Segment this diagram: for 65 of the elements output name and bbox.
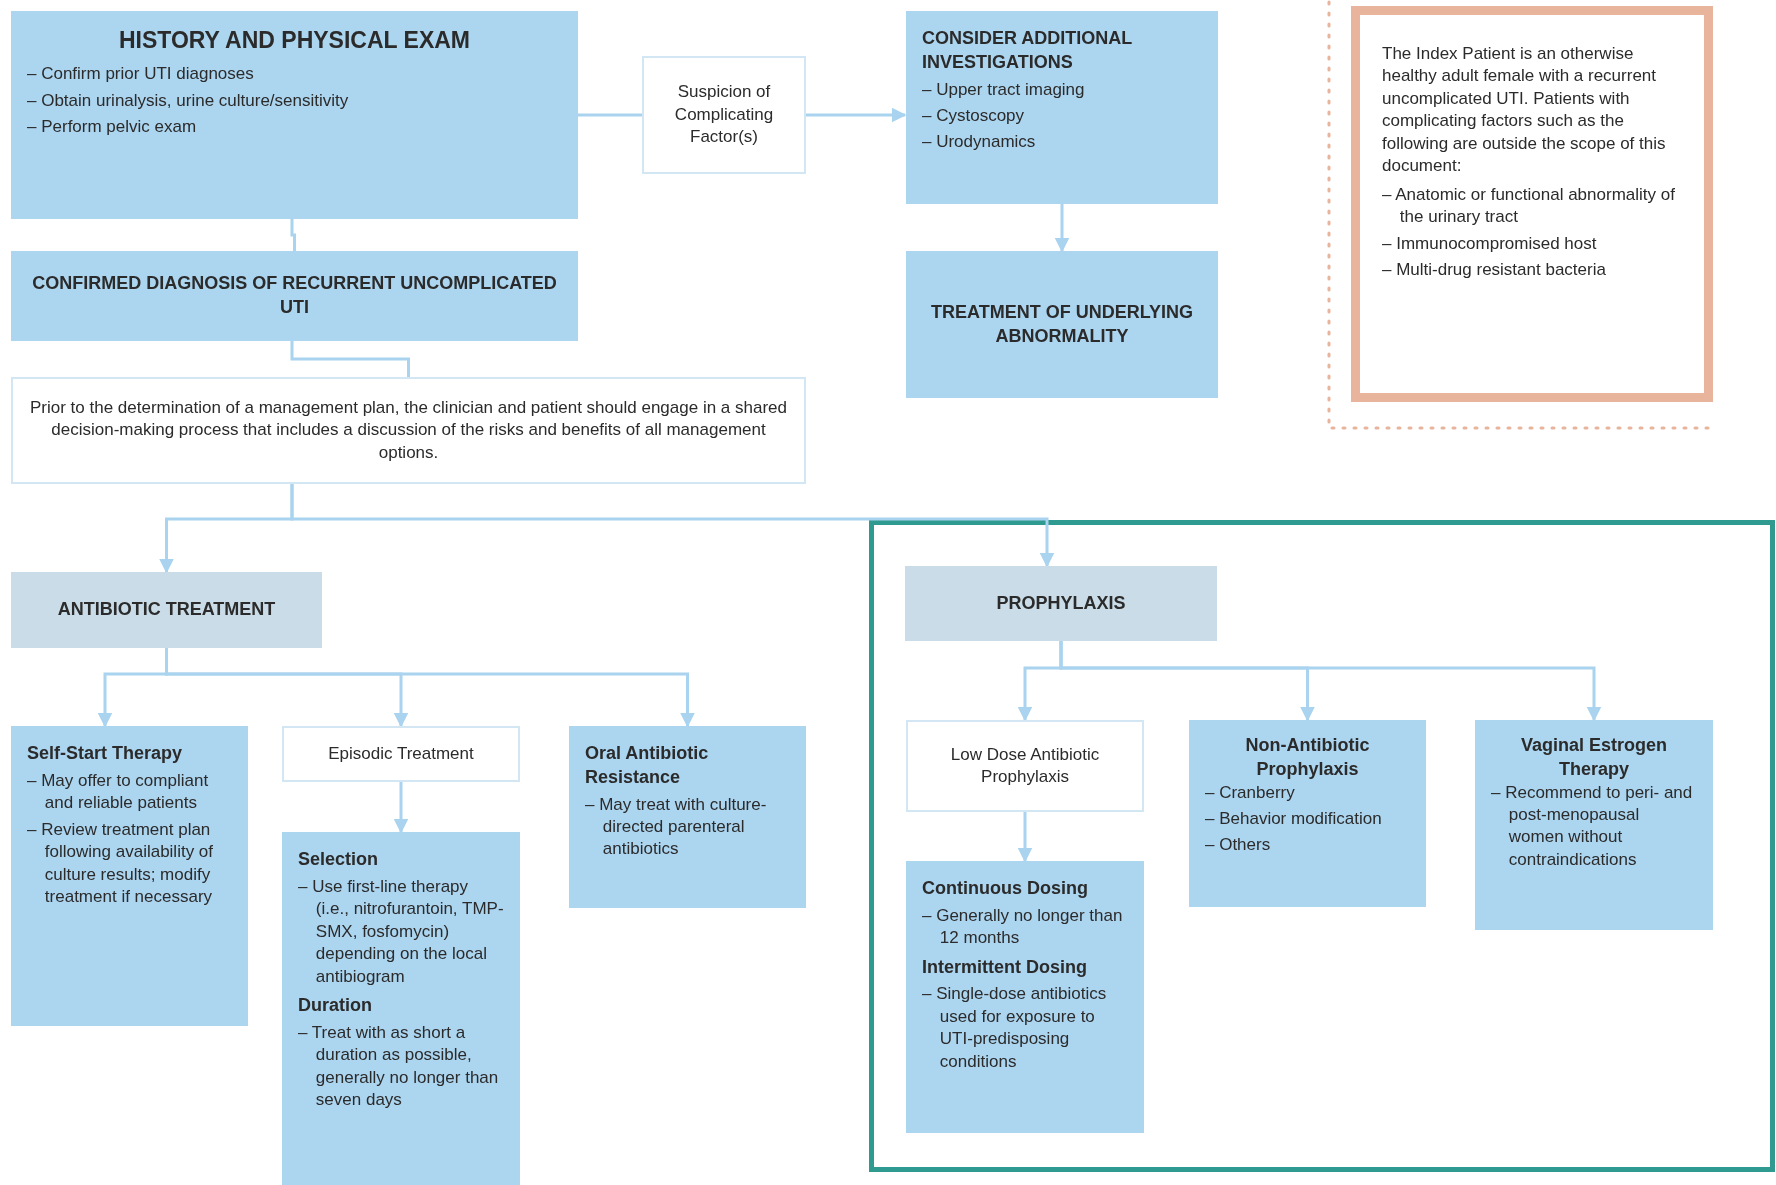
therapy-box (1189, 720, 1426, 907)
arrow (1017, 812, 1033, 863)
heading: HISTORY AND PHYSICAL EXAM (118, 26, 471, 55)
connector-line (578, 113, 642, 117)
bullet-text: – Single-dose antibiotics used for exposure to UTI-predisposing conditions (922, 983, 1108, 1073)
arrow (290, 484, 1055, 568)
arrow (806, 107, 907, 123)
bullet-text: – Anatomic or functional abnormality of the urinary tract (1382, 183, 1676, 229)
bullet-text: – Immunocompromised host (1382, 232, 1598, 255)
bullet-text: – Obtain urinalysis, urine culture/sensitivity (27, 89, 350, 112)
arrow (1054, 204, 1070, 253)
treatment-option-box (282, 726, 520, 782)
bullet-text: – Upper tract imaging (922, 78, 1086, 101)
prophylaxis-option-box (906, 720, 1144, 812)
connector-line (290, 219, 296, 251)
heading: Duration (298, 993, 373, 1017)
therapy-box (569, 726, 806, 908)
treatment-box (906, 251, 1218, 398)
heading: Continuous Dosing (922, 877, 1089, 900)
bullet-text: – Cranberry (1205, 781, 1296, 804)
arrow (1059, 641, 1602, 722)
note-box (1351, 6, 1713, 402)
bullet-text: – May offer to compliant and reliable patients (27, 769, 210, 815)
heading: Selection (298, 848, 380, 871)
therapy-box (282, 832, 520, 1185)
bullet-text: – Perform pelvic exam (27, 116, 198, 139)
heading: Vaginal Estrogen Therapy (1519, 734, 1668, 781)
heading: Self-Start Therapy (27, 742, 184, 765)
bullet-text: – May treat with culture-directed parenteral antibiotics (585, 793, 768, 861)
bullet-text: – Urodynamics (922, 131, 1037, 154)
therapy-box (11, 726, 248, 1026)
heading: TREATMENT OF UNDERLYING ABNORMALITY (930, 300, 1194, 348)
therapy-box (1475, 720, 1713, 930)
heading: CONSIDER ADDITIONAL INVESTIGATIONS (922, 27, 1133, 74)
body-text: The Index Patient is an otherwise healthy adult female with a recurrent uncomplicated UTI. Patients with complicating factors such as the following are outside the scope of this document: (1382, 43, 1667, 178)
bullet-text: – Behavior modification (1205, 807, 1383, 830)
body-text: Prior to the determination of a management plan, the clinician and patient should engage in a shared decision-making process that includes a discussion of the risks and benefits of all management options. (29, 396, 788, 464)
exam-box (11, 11, 578, 219)
bullet-text: – Generally no longer than 12 months (922, 904, 1124, 950)
diagnosis-box (11, 251, 578, 341)
bullet-text: – Multi-drug resistant bacteria (1382, 258, 1607, 281)
bullet-text: – Others (1205, 834, 1272, 857)
heading: Oral Antibiotic Resistance (585, 742, 710, 789)
heading: ANTIBIOTIC TREATMENT (56, 598, 277, 622)
body-text: Low Dose Antibiotic Prophylaxis (949, 743, 1101, 788)
bullet-text: – Use first-line therapy (i.e., nitrofurantoin, TMP-SMX, fosfomycin) depending on the local antibiogram (298, 875, 504, 988)
bullet-text: – Confirm prior UTI diagnoses (27, 63, 255, 86)
heading: Intermittent Dosing (922, 955, 1088, 979)
arrow (393, 782, 409, 834)
dosing-box (906, 861, 1144, 1133)
bullet-text: – Treat with as short a duration as possible, generally no longer than seven days (298, 1021, 500, 1111)
category-box (11, 572, 322, 648)
bullet-text: – Recommend to peri- and post-menopausal women without contraindications (1491, 781, 1694, 871)
heading: CONFIRMED DIAGNOSIS OF RECURRENT UNCOMPLICATED UTI (31, 272, 558, 319)
body-text: Suspicion of Complicating Factor(s) (673, 81, 775, 149)
body-text: Episodic Treatment (327, 742, 475, 765)
bullet-text: – Cystoscopy (922, 104, 1026, 127)
category-box (905, 566, 1217, 641)
shared-decision-box (11, 377, 806, 484)
decision-box (642, 56, 806, 174)
bullet-text: – Review treatment plan following availability of culture results; modify treatment if necessary (27, 818, 215, 908)
heading: PROPHYLAXIS (995, 591, 1127, 615)
heading: Non-Antibiotic Prophylaxis (1244, 734, 1371, 781)
investigation-box (906, 11, 1218, 204)
connector-line (290, 341, 410, 377)
